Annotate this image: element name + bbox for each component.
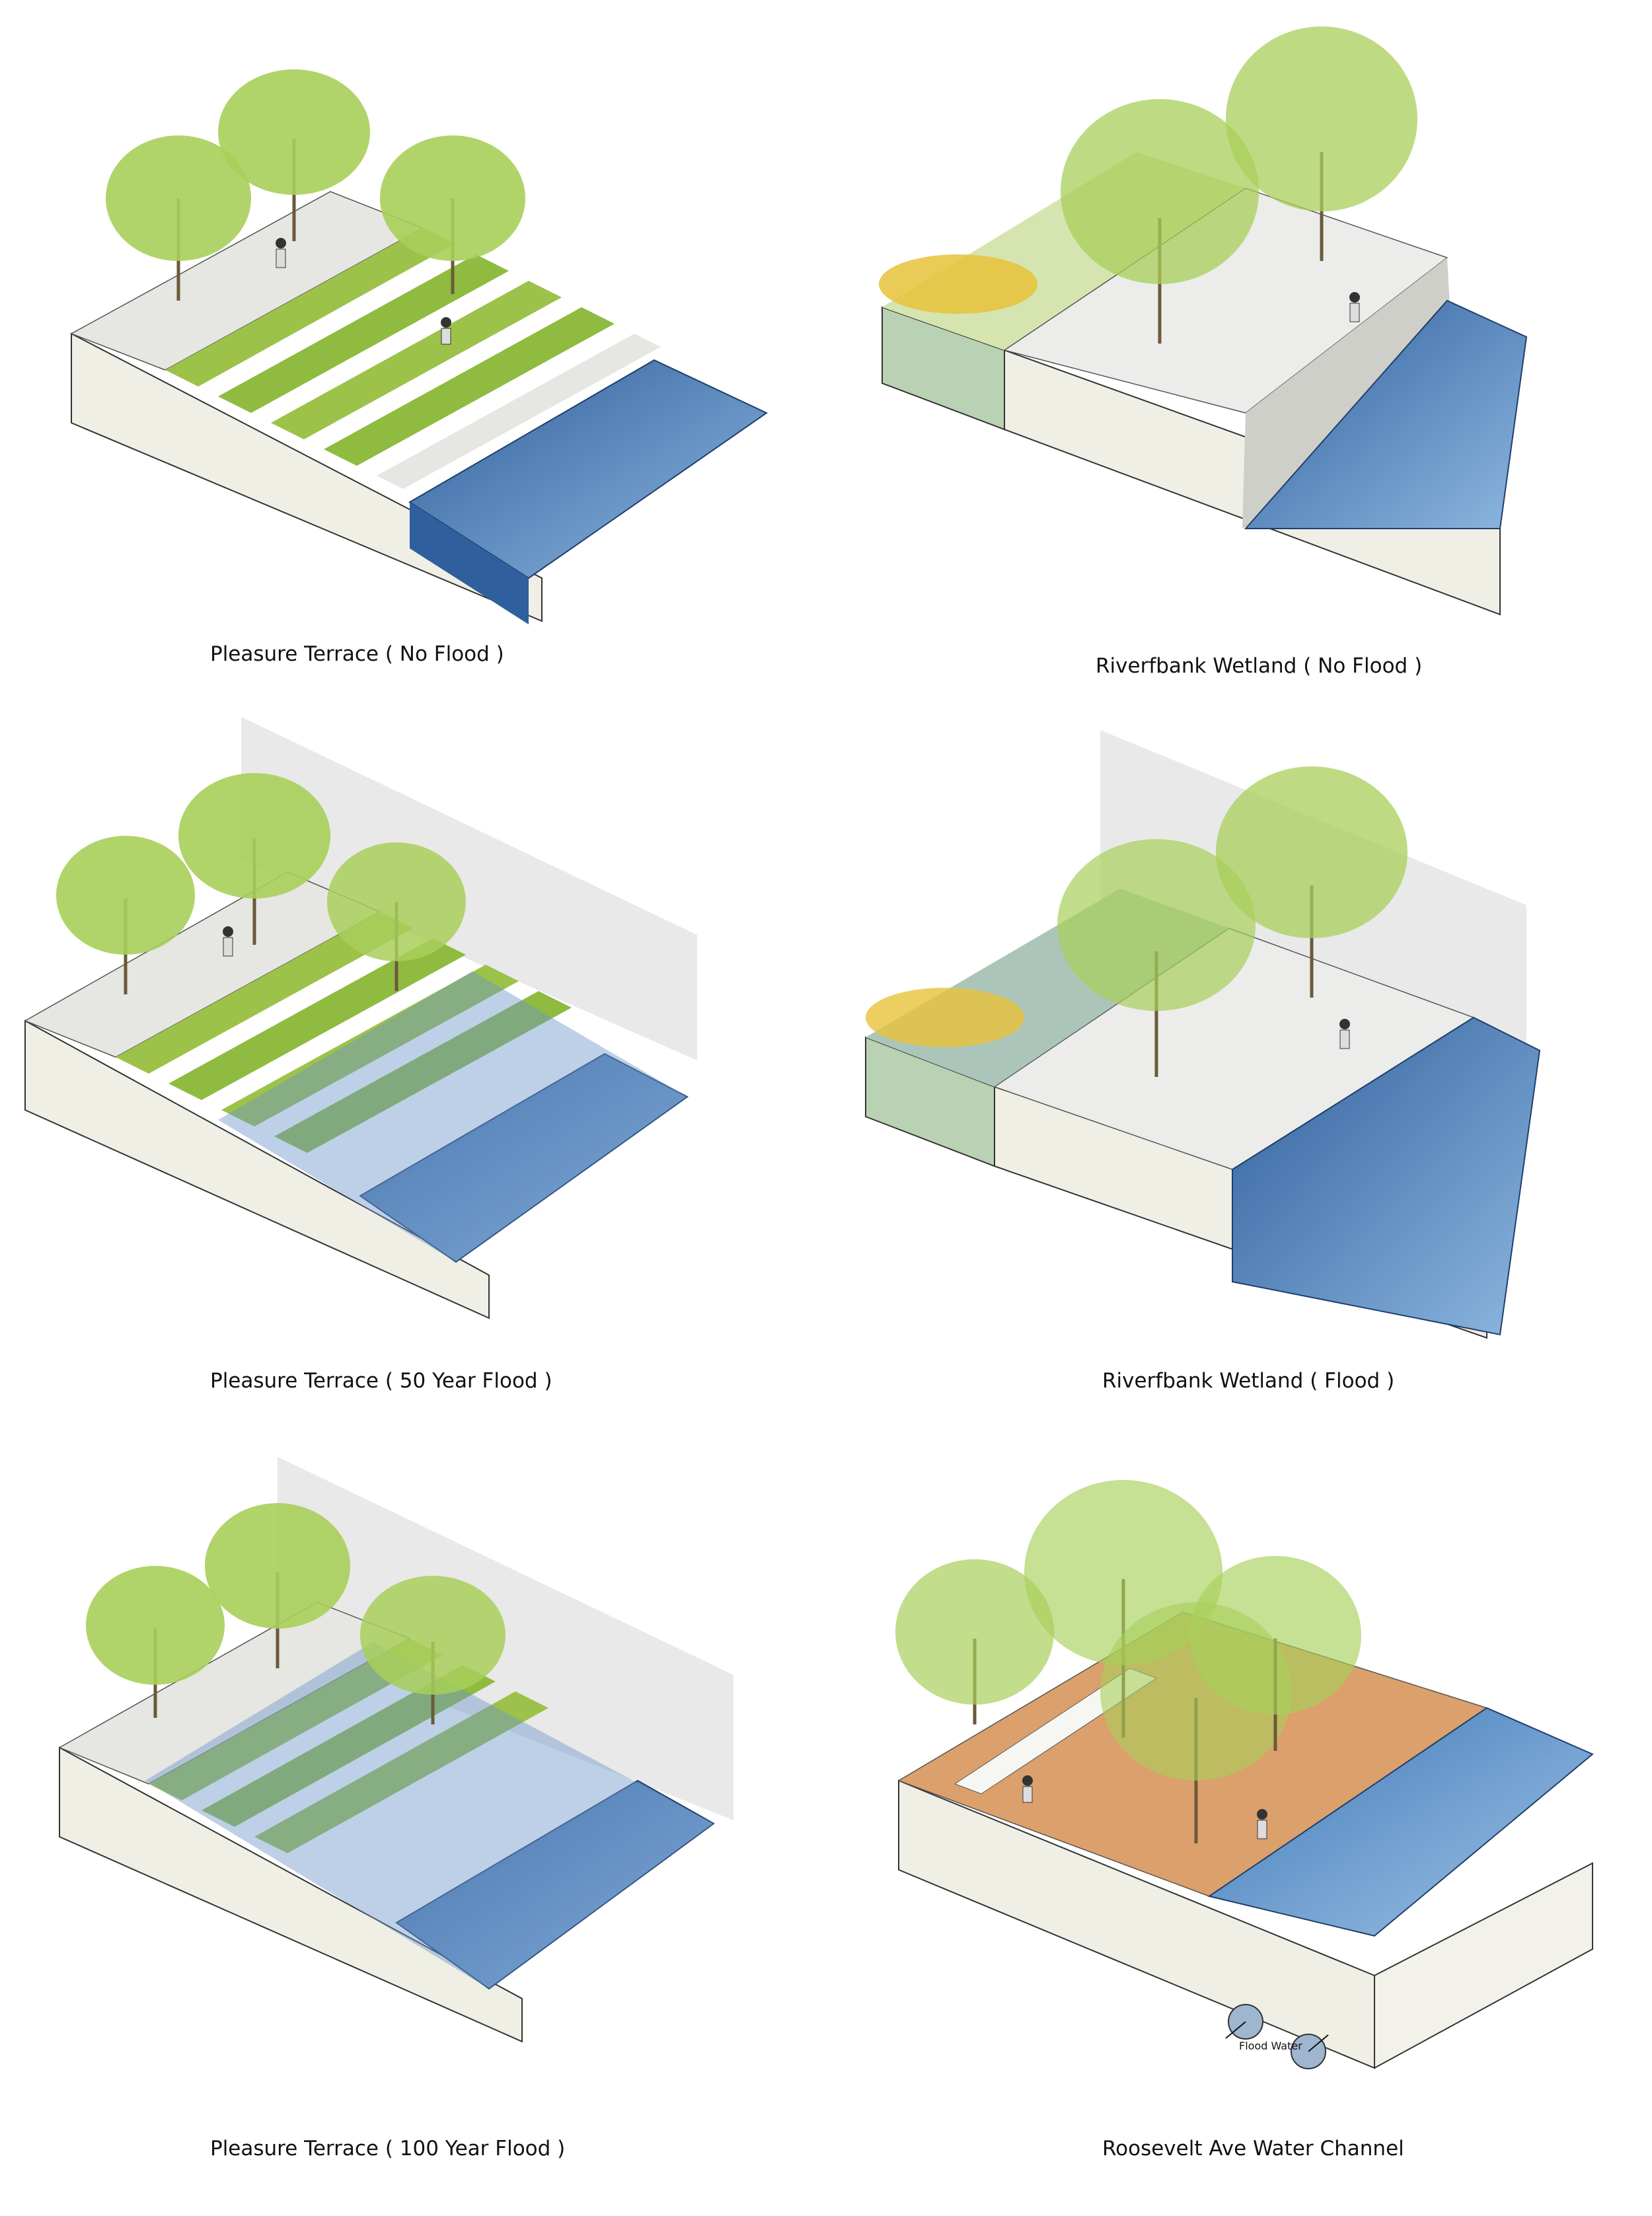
tree-icon: [1057, 839, 1256, 1077]
panel-pleasure-terrace-50-year-flood: Pleasure Terrace ( 50 Year Flood ): [0, 707, 826, 1447]
tree-icon: [1189, 1556, 1361, 1751]
terrace-diagram: [70, 69, 768, 624]
grass-strip: [202, 1665, 496, 1827]
tree-icon: [360, 1576, 506, 1724]
river-water: [395, 1779, 715, 1990]
paving-step: [377, 334, 661, 489]
grass-strip: [271, 281, 562, 439]
person-sitting-icon: [441, 317, 451, 345]
grass-strip: [324, 307, 615, 466]
tree-icon: [178, 773, 330, 945]
terrace-side-wall: [59, 1746, 523, 2043]
tree-icon: [106, 135, 251, 301]
person-sitting-icon: [1022, 1775, 1033, 1803]
grass-strip: [165, 228, 456, 387]
grass-strip: [149, 1639, 443, 1800]
panel-caption: Pleasure Terrace ( 100 Year Flood ): [210, 2137, 566, 2161]
terrace-100-flood-diagram: [58, 1457, 733, 2043]
panel-riverbank-wetland-flood: Riverfbank Wetland ( Flood ): [826, 707, 1652, 1447]
terrace-side-wall: [24, 1019, 490, 1319]
river-water: [1244, 299, 1528, 529]
flood-water-overlay: [218, 971, 687, 1262]
river-water: [359, 1053, 689, 1263]
flood-water-label: Flood Water: [1239, 2040, 1302, 2052]
tree-icon: [1226, 26, 1417, 261]
panel-roosevelt-ave-water-channel: Flood Water Roosevelt Ave Water Channel: [826, 1447, 1652, 2216]
grass-strip: [169, 938, 466, 1100]
flood-level-plane: [278, 1457, 733, 1820]
tree-icon: [205, 1503, 350, 1668]
water-channel-diagram: Flood Water: [895, 1480, 1594, 2069]
grass-strip: [274, 991, 572, 1153]
tree-icon: [380, 135, 525, 294]
person-walking-icon: [223, 926, 233, 957]
tree-icon: [895, 1559, 1054, 1724]
panel-caption: Roosevelt Ave Water Channel: [1102, 2137, 1404, 2161]
tree-icon: [218, 69, 370, 241]
person-walking-icon: [276, 238, 286, 268]
person-walking-icon: [1349, 292, 1360, 322]
grass-strip: [116, 912, 413, 1074]
terrace-flood-diagram: [24, 717, 697, 1319]
panel-caption: Pleasure Terrace ( No Flood ): [210, 642, 504, 666]
panel-pleasure-terrace-no-flood: Pleasure Terrace ( No Flood ): [0, 0, 826, 707]
tree-icon: [1061, 99, 1259, 344]
yellow-flowers-icon: [866, 988, 1024, 1047]
panel-pleasure-terrace-100-year-flood: Pleasure Terrace ( 100 Year Flood ): [0, 1447, 826, 2216]
flood-level-plane: [241, 717, 697, 1060]
person-walking-icon: [1339, 1019, 1350, 1049]
wetland-diagram: [879, 26, 1528, 616]
grass-strip: [254, 1691, 548, 1853]
tree-icon: [1216, 766, 1408, 998]
person-walking-icon: [1257, 1809, 1267, 1839]
tree-icon: [56, 836, 195, 994]
grass-strip: [218, 254, 509, 413]
river-water: [1232, 1016, 1541, 1336]
yellow-flowers-icon: [879, 254, 1037, 314]
panel-caption: Riverfbank Wetland ( No Flood ): [1096, 654, 1423, 678]
grass-strip: [221, 965, 519, 1126]
tree-icon: [327, 842, 466, 991]
panel-caption: Pleasure Terrace ( 50 Year Flood ): [210, 1369, 552, 1393]
wetland-flood-diagram: [865, 730, 1541, 1339]
panel-riverbank-wetland-no-flood: Riverfbank Wetland ( No Flood ): [826, 0, 1652, 707]
stone-wall: [1242, 258, 1457, 529]
flood-water-overlay: [145, 1642, 714, 1989]
panel-caption: Riverfbank Wetland ( Flood ): [1102, 1369, 1395, 1393]
tree-icon: [86, 1566, 225, 1718]
channel-end-wall: [1374, 1862, 1593, 2069]
river-water: [1207, 1707, 1594, 1937]
river-water-front: [410, 502, 529, 624]
flood-water-arrow-icon: [1225, 2021, 1329, 2052]
